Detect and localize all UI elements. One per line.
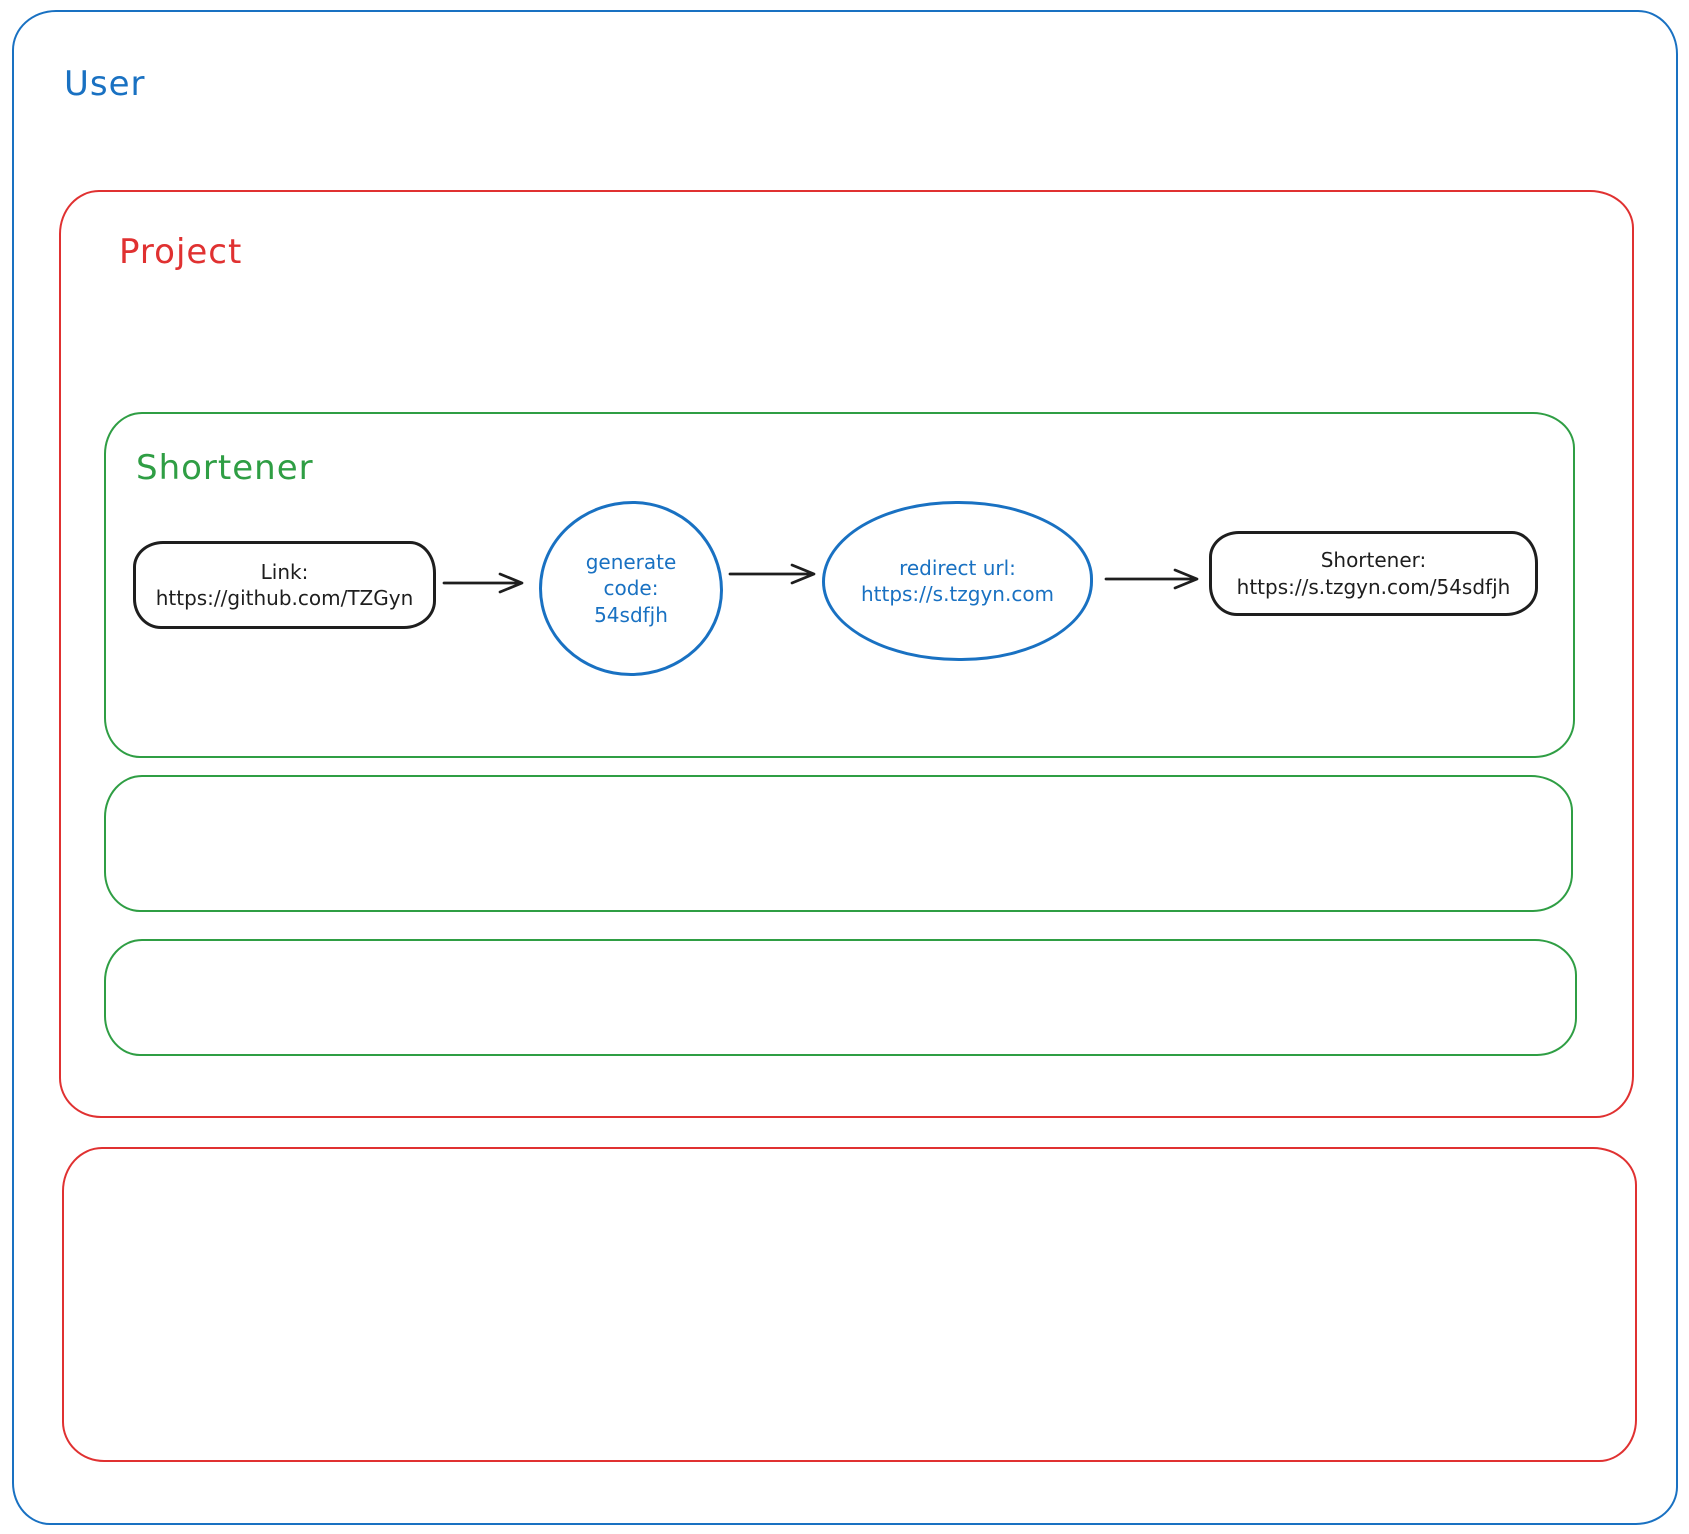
generate-code-line2: code: <box>603 576 659 601</box>
redirect-url-line2: https://s.tzgyn.com <box>860 582 1055 606</box>
user-container: User Project Shortener Link: https://git… <box>12 10 1678 1525</box>
shortener-container: Shortener Link: https://github.com/TZGyn… <box>104 412 1575 758</box>
red-placeholder-box <box>62 1147 1637 1462</box>
link-node-url: https://github.com/TZGyn <box>155 586 414 610</box>
shortener-label: Shortener <box>136 448 314 488</box>
green-placeholder-box-2 <box>104 939 1577 1056</box>
project-label: Project <box>119 232 243 272</box>
shortened-link-title: Shortener: <box>1320 548 1427 573</box>
redirect-url-line1: redirect url: <box>899 555 1016 580</box>
link-node-title: Link: <box>260 559 309 584</box>
generate-code-node: generate code: 54sdfjh <box>539 501 723 676</box>
redirect-url-node: redirect url: https://s.tzgyn.com <box>822 501 1093 661</box>
link-node: Link: https://github.com/TZGyn <box>133 541 436 629</box>
arrow-right-icon <box>1104 568 1199 590</box>
shortened-link-url: https://s.tzgyn.com/54sdfjh <box>1236 574 1511 599</box>
green-placeholder-box-1 <box>104 775 1573 912</box>
generate-code-line1: generate <box>585 549 677 574</box>
user-label: User <box>64 64 146 104</box>
arrow-right-icon <box>728 563 816 585</box>
generate-code-line3: 54sdfjh <box>594 602 668 627</box>
project-container: Project Shortener Link: https://github.c… <box>59 190 1634 1118</box>
arrow-right-icon <box>442 572 524 594</box>
shortened-link-node: Shortener: https://s.tzgyn.com/54sdfjh <box>1209 531 1538 616</box>
